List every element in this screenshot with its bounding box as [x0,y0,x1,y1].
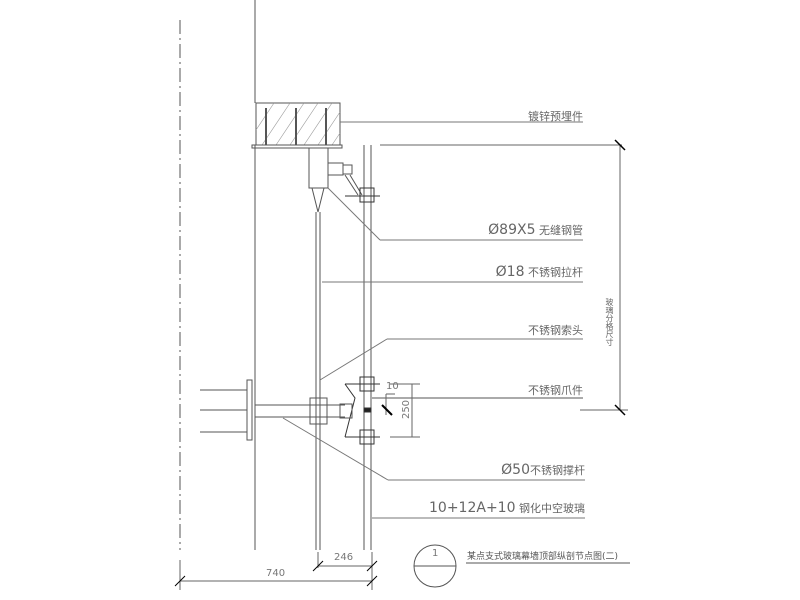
strut-spec: Ø50 [501,462,530,478]
label-tie-rod: Ø18 不锈钢拉杆 [496,264,583,280]
label-embedded-part: 镀锌预埋件 [528,110,583,123]
glass-name: 钢化中空玻璃 [519,502,585,515]
rod-spec: Ø18 [495,264,525,280]
dim-246: 246 [334,552,354,563]
glass-spec: 10+12A+10 [429,500,516,516]
drawing-title: 某点支式玻璃幕墙顶部纵剖节点图(二) [467,552,619,562]
label-claw: 不锈钢爪件 [528,384,583,397]
glass-panel [363,145,372,550]
label-strut: Ø50不锈钢撑杆 [501,462,585,478]
detail-marker [413,544,630,588]
concrete-block [251,102,343,149]
label-seamless-pipe: Ø89X5 无缝钢管 [488,222,583,238]
label-grid-size: 玻璃分格尺寸 [605,298,614,346]
label-glass: 10+12A+10 钢化中空玻璃 [429,500,585,516]
pipe-name: 无缝钢管 [539,224,583,237]
dim-10: 10 [386,381,399,392]
dim-250: 250 [401,399,413,420]
detail-number: 1 [432,548,439,559]
support-strut [200,379,353,441]
steel-pipe [308,147,363,213]
rod-name: 不锈钢拉杆 [528,266,583,279]
tie-rod [315,212,321,550]
claw-fittings [344,187,380,445]
pipe-spec: Ø89X5 [488,222,536,238]
leader-lines [282,121,585,519]
dim-740: 740 [266,568,286,579]
label-cable-head: 不锈钢索头 [528,324,583,337]
dimension-lines [174,139,628,590]
strut-name: 不锈钢撑杆 [530,464,585,477]
